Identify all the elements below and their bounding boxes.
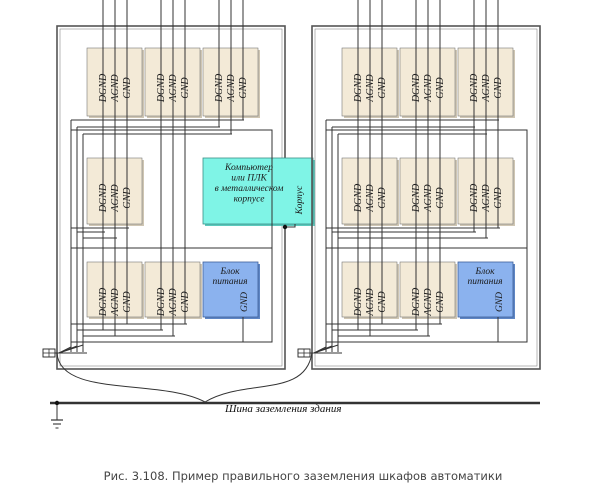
module-block: DGNDAGNDGND <box>399 0 457 319</box>
module-block: DGNDAGNDGND <box>144 0 202 319</box>
psu-body <box>202 261 259 318</box>
junction-dot <box>54 400 60 406</box>
case-wire <box>285 224 296 228</box>
junction-dot <box>282 224 288 230</box>
feeder-left <box>56 352 206 403</box>
psu-label-line: Блок <box>474 267 495 277</box>
terminal-fan <box>58 344 84 354</box>
cabinet-frame-outer <box>311 25 541 370</box>
pc-label-line: Компьютер <box>224 163 273 173</box>
pc-label-line: в металлическом <box>215 184 284 194</box>
pc-body <box>202 157 314 225</box>
cabinet: DGNDAGNDGNDDGNDAGNDGNDDGNDAGNDGNDDGNDAGN… <box>297 0 541 370</box>
cabinet-loop <box>71 129 273 343</box>
module-block: DGNDAGNDGND <box>202 0 260 118</box>
psu-pin-label: GND <box>495 292 505 312</box>
cabinet-frame-inner <box>314 28 538 367</box>
cabinet-loop <box>326 129 528 343</box>
psu-label-line: питания <box>212 277 247 287</box>
bus-label: Шина заземления здания <box>224 403 341 415</box>
module-block: DGNDAGNDGND <box>457 0 515 226</box>
module-block: DGNDAGNDGND <box>341 0 399 319</box>
terminal-fan <box>313 344 339 354</box>
module-block: DGNDAGNDGND <box>86 0 144 319</box>
cabinet: DGNDAGNDGNDDGNDAGNDGNDDGNDAGNDGNDDGNDAGN… <box>42 0 315 370</box>
feeder-right <box>204 352 313 403</box>
pc-label-line: корпусе <box>234 195 265 205</box>
psu-label-line: питания <box>467 277 502 287</box>
pc-label-line: или ПЛК <box>231 174 267 184</box>
psu-label-line: Блок <box>219 267 240 277</box>
pc-case-label: Корпус <box>295 185 305 215</box>
figure-caption: Рис. 3.108. Пример правильного заземлени… <box>104 469 503 483</box>
psu-pin-label: GND <box>240 292 250 312</box>
psu-body <box>457 261 514 318</box>
